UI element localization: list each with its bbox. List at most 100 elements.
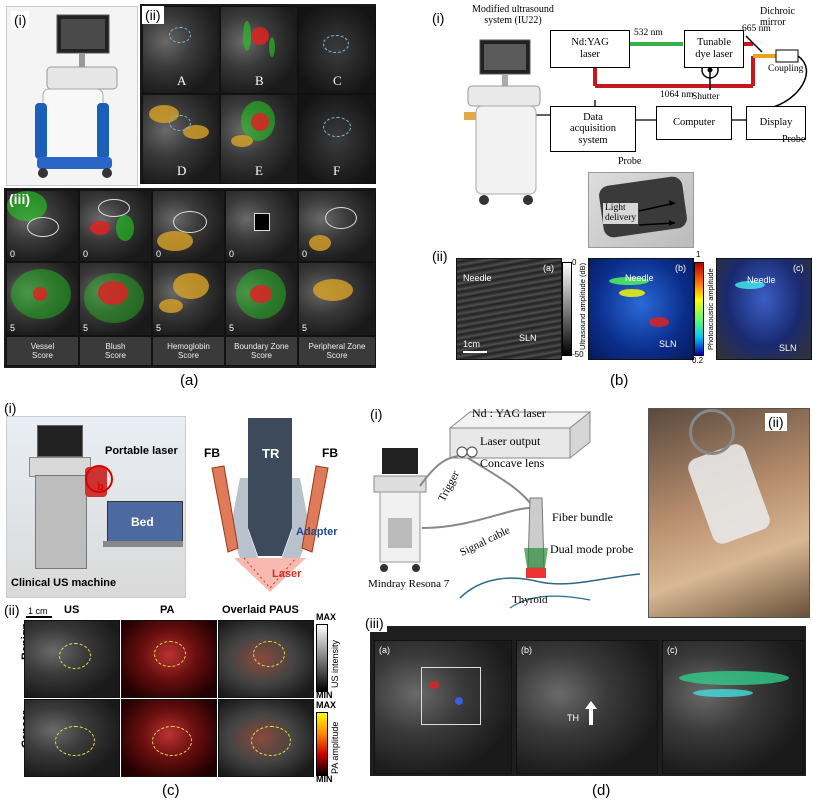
fb-left-label: FB [204, 446, 220, 460]
image-letter: (c) [793, 263, 804, 273]
image-letter: (c) [667, 645, 678, 655]
score-label-vessel: Vessel Score [6, 336, 79, 366]
th-label: TH [567, 713, 579, 723]
cb1-top: 0 [572, 258, 577, 267]
us-image-F: F [298, 94, 376, 184]
mindray-label: Mindray Resona 7 [368, 578, 450, 590]
tunable-box: Tunable dye laser [684, 30, 744, 68]
cb1-bottom: -50 [572, 350, 584, 359]
us-max: MAX [316, 612, 336, 622]
image-letter: B [255, 73, 264, 88]
patient-probe-photo: (ii) [648, 408, 810, 618]
c-cancer-pa [121, 699, 217, 777]
laser-label: Laser [272, 568, 302, 580]
b-ii-overlay-image: Needle (c) SLN [716, 258, 812, 360]
score-top-1: 0 [6, 190, 79, 262]
c-cancer-paus [218, 699, 314, 777]
cart-body [475, 105, 537, 195]
image-letter: (a) [379, 645, 390, 655]
thyroid-label: Thyroid [512, 594, 548, 606]
fb-right-label: FB [322, 446, 338, 460]
score-label-blush: Blush Score [79, 336, 152, 366]
panel-c: (i) Portable laser b Bed Clinical US mac… [0, 398, 350, 801]
image-letter: (b) [675, 263, 686, 273]
tr-label: TR [262, 446, 280, 461]
cb2-top: 1 [696, 250, 701, 259]
colorbar-pa [694, 262, 704, 356]
colorbar-pa-amplitude [316, 712, 328, 776]
wl-532: 532 nm [634, 28, 663, 38]
score-bottom-3: 5 [152, 262, 225, 336]
portable-laser-label: Portable laser [105, 445, 178, 457]
panel-b-caption: (b) [610, 372, 629, 389]
c-benign-pa [121, 620, 217, 698]
b-marker: b [97, 481, 104, 493]
col-us: US [64, 604, 80, 616]
us-image-A: A [142, 6, 220, 94]
score-bottom-2: 5 [79, 262, 152, 336]
score-label-boundary: Boundary Zone Score [225, 336, 298, 366]
us-image-C: C [298, 6, 376, 94]
us-image-E: E [220, 94, 298, 184]
score-top-5: 0 [298, 190, 376, 262]
dichroic-label: Dichroic mirror [760, 6, 795, 28]
panel-d-iii-label: (iii) [362, 614, 387, 632]
score-value: 0 [83, 249, 89, 259]
score-value: 5 [156, 323, 162, 333]
cb2-bottom: 0.2 [692, 356, 704, 365]
needle-label: Needle [463, 273, 492, 283]
probe-right-label: Probe [782, 134, 806, 145]
wl-665: 665 nm [742, 24, 771, 34]
dual-probe-label: Dual mode probe [550, 542, 634, 556]
panel-a-caption: (a) [180, 372, 199, 389]
score-top-2: 0 [79, 190, 152, 262]
panel-d-iii: (iii) (a) (b) TH (c) [362, 614, 806, 776]
probe-adapter-diagram [211, 418, 329, 592]
panel-a-iii: (iii) 0 0 0 0 0 5 [4, 188, 376, 368]
image-letter: (a) [543, 263, 554, 273]
pa-min: MIN [316, 774, 333, 784]
shutter-label: Shutter [692, 92, 720, 102]
image-letter: C [333, 73, 342, 88]
pa-max: MAX [316, 700, 336, 710]
image-letter: (b) [521, 645, 532, 655]
b-ii-us-image: Needle (a) SLN 1cm [456, 258, 562, 360]
panel-b-ii-label: (ii) [432, 248, 448, 264]
clinical-label: Clinical US machine [11, 577, 117, 589]
panel-a-i-photo: (i) [6, 6, 138, 186]
wl-1064: 1064 nm [660, 90, 694, 100]
needle-label: Needle [625, 273, 654, 283]
ndyag-label: Nd : YAG laser [472, 406, 546, 420]
system-label: Modified ultrasound system (IU22) [472, 4, 554, 26]
clinical-photo: Portable laser b Bed Clinical US machine [6, 416, 186, 598]
image-letter: F [333, 163, 341, 178]
panel-a-ii-label: (ii) [142, 6, 164, 24]
thyroid-setup-diagram [373, 410, 640, 609]
d-iii-image-b: (b) TH [516, 640, 658, 774]
score-bottom-5: 5 [298, 262, 376, 336]
colorbar-us [562, 262, 572, 356]
image-letter: A [177, 73, 187, 88]
image-letter: E [255, 163, 263, 178]
col-paus: Overlaid PAUS [222, 604, 299, 616]
ultrasound-cart-illustration [35, 14, 118, 178]
panel-c-ii-label: (ii) [4, 602, 20, 618]
panel-a-i-label: (i) [11, 11, 30, 29]
score-value: 5 [302, 323, 308, 333]
c-benign-paus [218, 620, 314, 698]
d-iii-image-a: (a) [374, 640, 512, 774]
daq-box: Data acquisition system [550, 106, 636, 152]
score-label-peripheral: Peripheral Zone Score [298, 336, 376, 366]
ndyag-box: Nd:YAG laser [550, 30, 630, 68]
score-bottom-4: 5 [225, 262, 298, 336]
score-value: 5 [229, 323, 235, 333]
panel-a-ii: (ii) A B C D E F [140, 4, 376, 184]
panel-c-i-label: (i) [4, 400, 17, 416]
score-bottom-1: 5 [6, 262, 79, 336]
c-cancer-us [24, 699, 120, 777]
laser-output-label: Laser output [480, 434, 541, 448]
us-image-B: B [220, 6, 298, 94]
display-box: Display [746, 106, 806, 140]
needle-label: Needle [747, 275, 776, 285]
sln-label: SLN [779, 343, 797, 353]
